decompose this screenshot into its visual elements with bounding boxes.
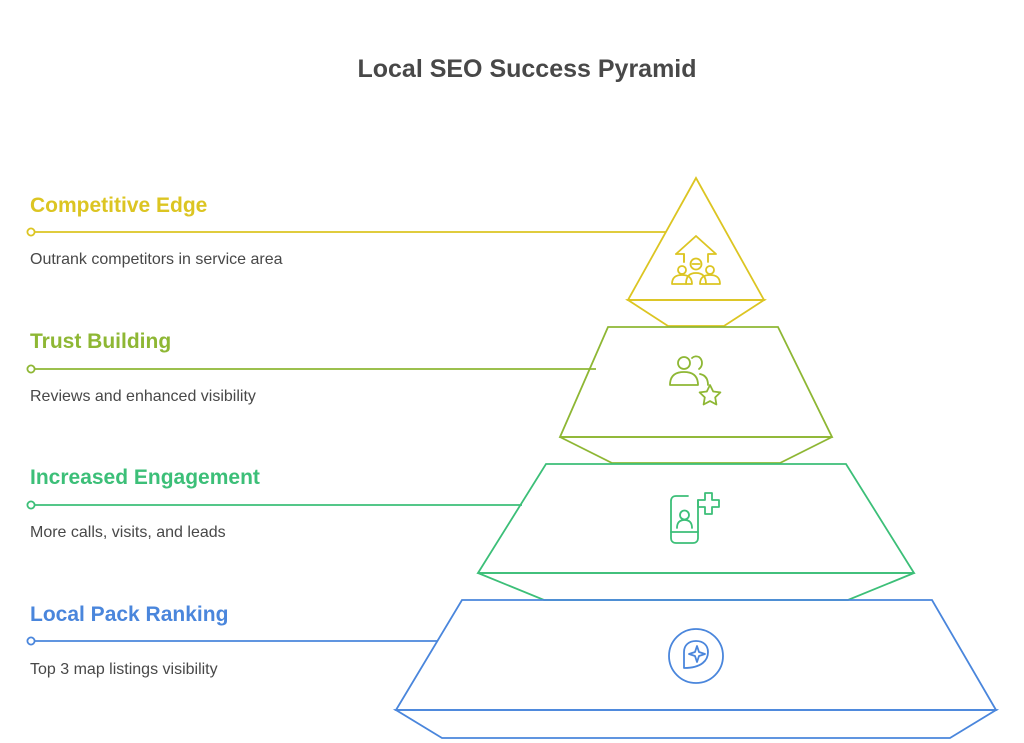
phone-user-plus-icon bbox=[670, 492, 720, 544]
level-desc-local-pack-ranking: Top 3 map listings visibility bbox=[30, 661, 218, 678]
level-trust-building: Trust Building Reviews and enhanced visi… bbox=[26, 326, 834, 464]
pyramid-tier-3 bbox=[476, 463, 916, 574]
pyramid-tier-bottom bbox=[394, 599, 998, 711]
level-title-competitive-edge: Competitive Edge bbox=[30, 194, 207, 217]
map-pin-sparkle-icon bbox=[668, 628, 724, 684]
pyramid-tier-2 bbox=[558, 326, 834, 438]
connector-dot bbox=[26, 636, 36, 646]
level-desc-competitive-edge: Outrank competitors in service area bbox=[30, 251, 283, 268]
connector-dot bbox=[26, 500, 36, 510]
level-title-local-pack-ranking: Local Pack Ranking bbox=[30, 603, 228, 626]
ranking-arrow-people-icon bbox=[671, 235, 721, 285]
level-local-pack-ranking: Local Pack Ranking Top 3 map listings vi… bbox=[26, 599, 1000, 739]
level-desc-increased-engagement: More calls, visits, and leads bbox=[30, 524, 226, 541]
pyramid-tier-top-base bbox=[624, 299, 768, 327]
users-star-icon bbox=[669, 355, 722, 406]
pyramid-tier-3-base bbox=[477, 572, 915, 601]
pyramid-tier-top bbox=[626, 176, 766, 301]
connector-dot bbox=[26, 227, 36, 237]
level-increased-engagement: Increased Engagement More calls, visits,… bbox=[26, 463, 916, 601]
pyramid-tier-bottom-base bbox=[392, 709, 1000, 739]
diagram-title: Local SEO Success Pyramid bbox=[357, 55, 696, 83]
level-title-increased-engagement: Increased Engagement bbox=[30, 466, 260, 489]
level-desc-trust-building: Reviews and enhanced visibility bbox=[30, 388, 256, 405]
pyramid-tier-2-base bbox=[559, 436, 833, 464]
level-competitive-edge: Competitive Edge Outrank competitors in … bbox=[26, 176, 768, 327]
connector-dot bbox=[26, 364, 36, 374]
level-title-trust-building: Trust Building bbox=[30, 330, 171, 353]
